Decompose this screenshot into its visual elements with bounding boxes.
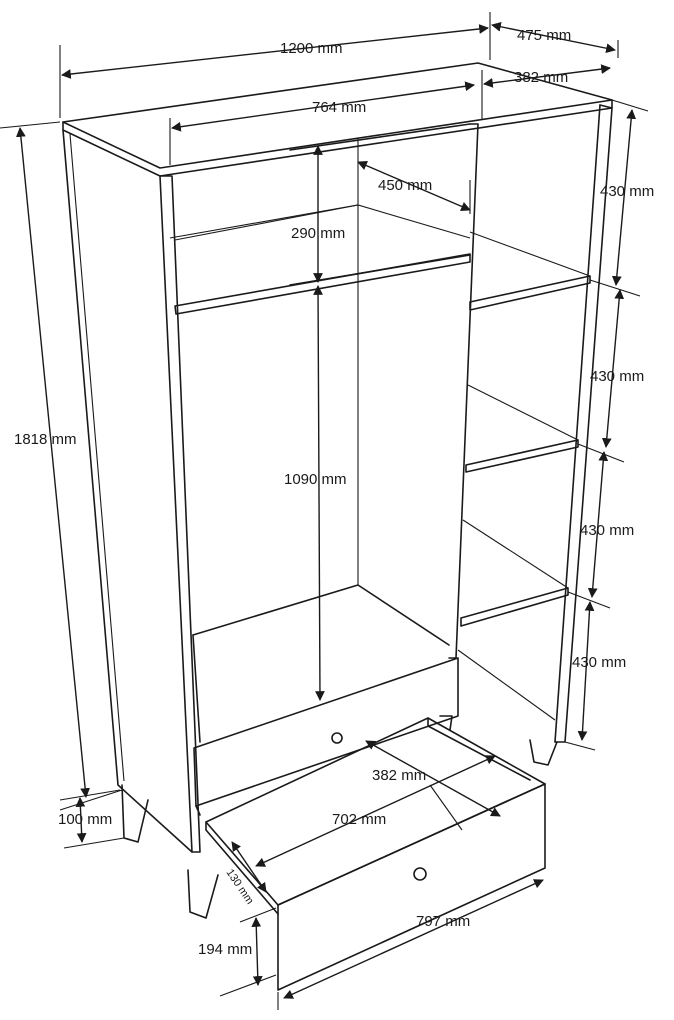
right-shelf-3 — [460, 587, 569, 627]
label-shelf-1: 430 mm — [600, 183, 654, 200]
dimension-labels: 1200 mm 475 mm 382 mm 764 mm 450 mm 290 … — [14, 27, 654, 958]
right-shelf-1 — [469, 275, 591, 311]
leg-back-right — [439, 715, 453, 731]
bottom-drawer-knob — [413, 867, 427, 881]
top-drawer-knob — [331, 732, 343, 744]
right-shelf-2 — [465, 439, 579, 473]
label-shelf-3: 430 mm — [580, 522, 634, 539]
label-top-space: 290 mm — [291, 225, 345, 242]
label-drawer-front-width: 797 mm — [416, 913, 470, 930]
middle-divider — [448, 123, 479, 659]
left-side-panel — [62, 129, 193, 853]
right-side-panel — [554, 104, 613, 743]
cabinet-body — [62, 62, 613, 991]
label-shelf-2: 430 mm — [590, 368, 644, 385]
top-drawer-front — [193, 657, 459, 807]
leg-front-right — [529, 739, 558, 766]
label-depth-inner: 382 mm — [514, 69, 568, 86]
label-leg-height: 100 mm — [58, 811, 112, 828]
dimension-lines — [0, 12, 649, 1010]
label-shelf-4: 430 mm — [572, 654, 626, 671]
label-shelf-depth: 450 mm — [378, 177, 432, 194]
label-drawer-depth: 382 mm — [372, 767, 426, 784]
label-depth-total: 475 mm — [517, 27, 571, 44]
label-width-hanging: 764 mm — [312, 99, 366, 116]
leg-front-left — [187, 869, 219, 919]
label-hanging-height: 1090 mm — [284, 471, 347, 488]
label-width-total: 1200 mm — [280, 40, 343, 57]
label-drawer-front-height: 194 mm — [198, 941, 252, 958]
label-height-total: 1818 mm — [14, 431, 77, 448]
bottom-drawer-front — [277, 783, 546, 991]
label-drawer-inner-width: 702 mm — [332, 811, 386, 828]
leg-back-left — [121, 784, 149, 843]
hanging-rod — [289, 123, 471, 151]
